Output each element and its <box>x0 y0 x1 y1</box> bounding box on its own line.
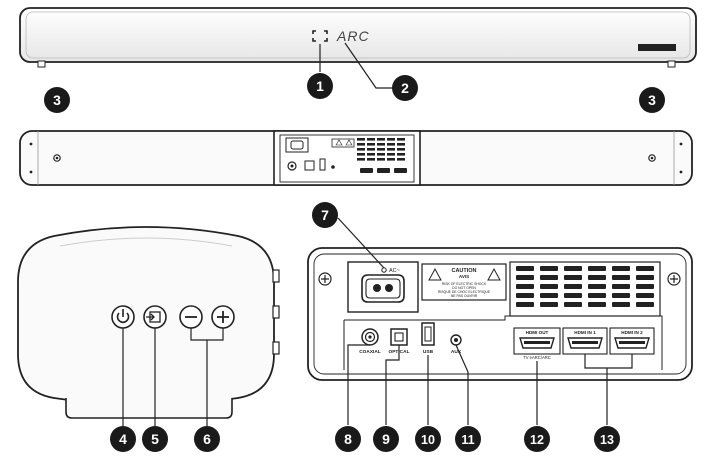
wall-mount-hole-right-icon <box>648 154 656 162</box>
caution-line-3: RISQUE DE CHOC ELECTRIQUE <box>438 290 491 294</box>
ac-power-inlet-icon <box>361 274 405 303</box>
hdmi-in-2-port-icon <box>609 327 655 355</box>
svg-text:11: 11 <box>461 433 474 447</box>
callout-13: 13 <box>594 426 620 452</box>
callout-1: 1 <box>307 73 333 99</box>
ac-label: AC~ <box>389 268 400 274</box>
svg-text:2: 2 <box>401 80 409 96</box>
caution-title: CAUTION <box>451 268 476 274</box>
source-button[interactable] <box>143 305 167 329</box>
svg-text:7: 7 <box>321 207 329 223</box>
svg-text:9: 9 <box>382 431 390 447</box>
hdmi-in-1-port-icon <box>562 327 608 355</box>
svg-text:8: 8 <box>344 431 352 447</box>
soundbar-front-view: ARC <box>19 7 697 68</box>
vent-grid <box>509 261 661 317</box>
usb-port-icon <box>421 322 435 346</box>
svg-text:6: 6 <box>203 431 211 447</box>
wall-mount-hole-left-icon <box>53 154 61 162</box>
leader-lines-panel <box>337 217 633 425</box>
callout-12: 12 <box>524 426 550 452</box>
callouts: 1 2 3 3 4 5 6 7 <box>44 73 665 452</box>
usb-label: USB <box>423 349 434 355</box>
panel-screw-right-icon <box>667 272 681 286</box>
caution-line-2: DO NOT OPEN <box>452 286 476 290</box>
volume-down-button[interactable] <box>179 305 203 329</box>
callout-3-left: 3 <box>44 87 70 113</box>
callout-11: 11 <box>455 426 481 452</box>
aux-label: AUX <box>451 349 462 355</box>
side-control-panel <box>17 226 280 419</box>
coaxial-jack-icon <box>361 328 379 346</box>
soundbar-back-view <box>19 130 693 186</box>
hdmi-out-port-icon <box>513 327 561 355</box>
callout-8: 8 <box>335 426 361 452</box>
callout-5: 5 <box>142 426 168 452</box>
power-button[interactable] <box>111 305 135 329</box>
ir-sensor-icon <box>312 30 328 42</box>
callout-6: 6 <box>194 426 220 452</box>
svg-text:10: 10 <box>421 433 435 447</box>
callout-3-right: 3 <box>639 87 665 113</box>
caution-label: CAUTION AVIS RISK OF ELECTRIC SHOCK DO N… <box>421 263 507 301</box>
hdmi-in-1-label: HDMI IN 1 <box>574 330 596 335</box>
caution-line-4: NE PAS OUVRIR <box>451 294 478 298</box>
hdmi-in-2-label: HDMI IN 2 <box>621 330 643 335</box>
callout-2: 2 <box>392 75 418 101</box>
aux-jack-icon <box>450 334 462 346</box>
callout-7: 7 <box>312 202 338 228</box>
leader-lines-side <box>122 328 224 426</box>
svg-text:13: 13 <box>600 433 614 447</box>
hdmi-out-sub-label: TV eARC/ARC <box>523 355 551 360</box>
caution-sub: AVIS <box>459 274 469 279</box>
panel-screw-left-icon <box>318 272 332 286</box>
callout-9: 9 <box>373 426 399 452</box>
hdmi-out-label: HDMI OUT <box>526 330 549 335</box>
volume-up-button[interactable] <box>211 305 235 329</box>
svg-text:1: 1 <box>316 78 324 94</box>
display-text: ARC <box>336 28 370 44</box>
svg-text:5: 5 <box>151 431 159 447</box>
callout-4: 4 <box>110 426 136 452</box>
rear-panel-zoom: AC~ CAUTION AVIS RISK OF ELECTRIC SHOCK … <box>307 247 693 381</box>
svg-text:4: 4 <box>119 431 127 447</box>
svg-text:3: 3 <box>648 92 656 108</box>
callout-10: 10 <box>415 426 441 452</box>
svg-text:3: 3 <box>53 92 61 108</box>
svg-text:12: 12 <box>530 433 544 447</box>
coaxial-label: COAXIAL <box>359 349 381 355</box>
optical-port-icon <box>390 328 408 346</box>
brand-badge <box>638 44 676 51</box>
caution-line-1: RISK OF ELECTRIC SHOCK <box>442 282 487 286</box>
